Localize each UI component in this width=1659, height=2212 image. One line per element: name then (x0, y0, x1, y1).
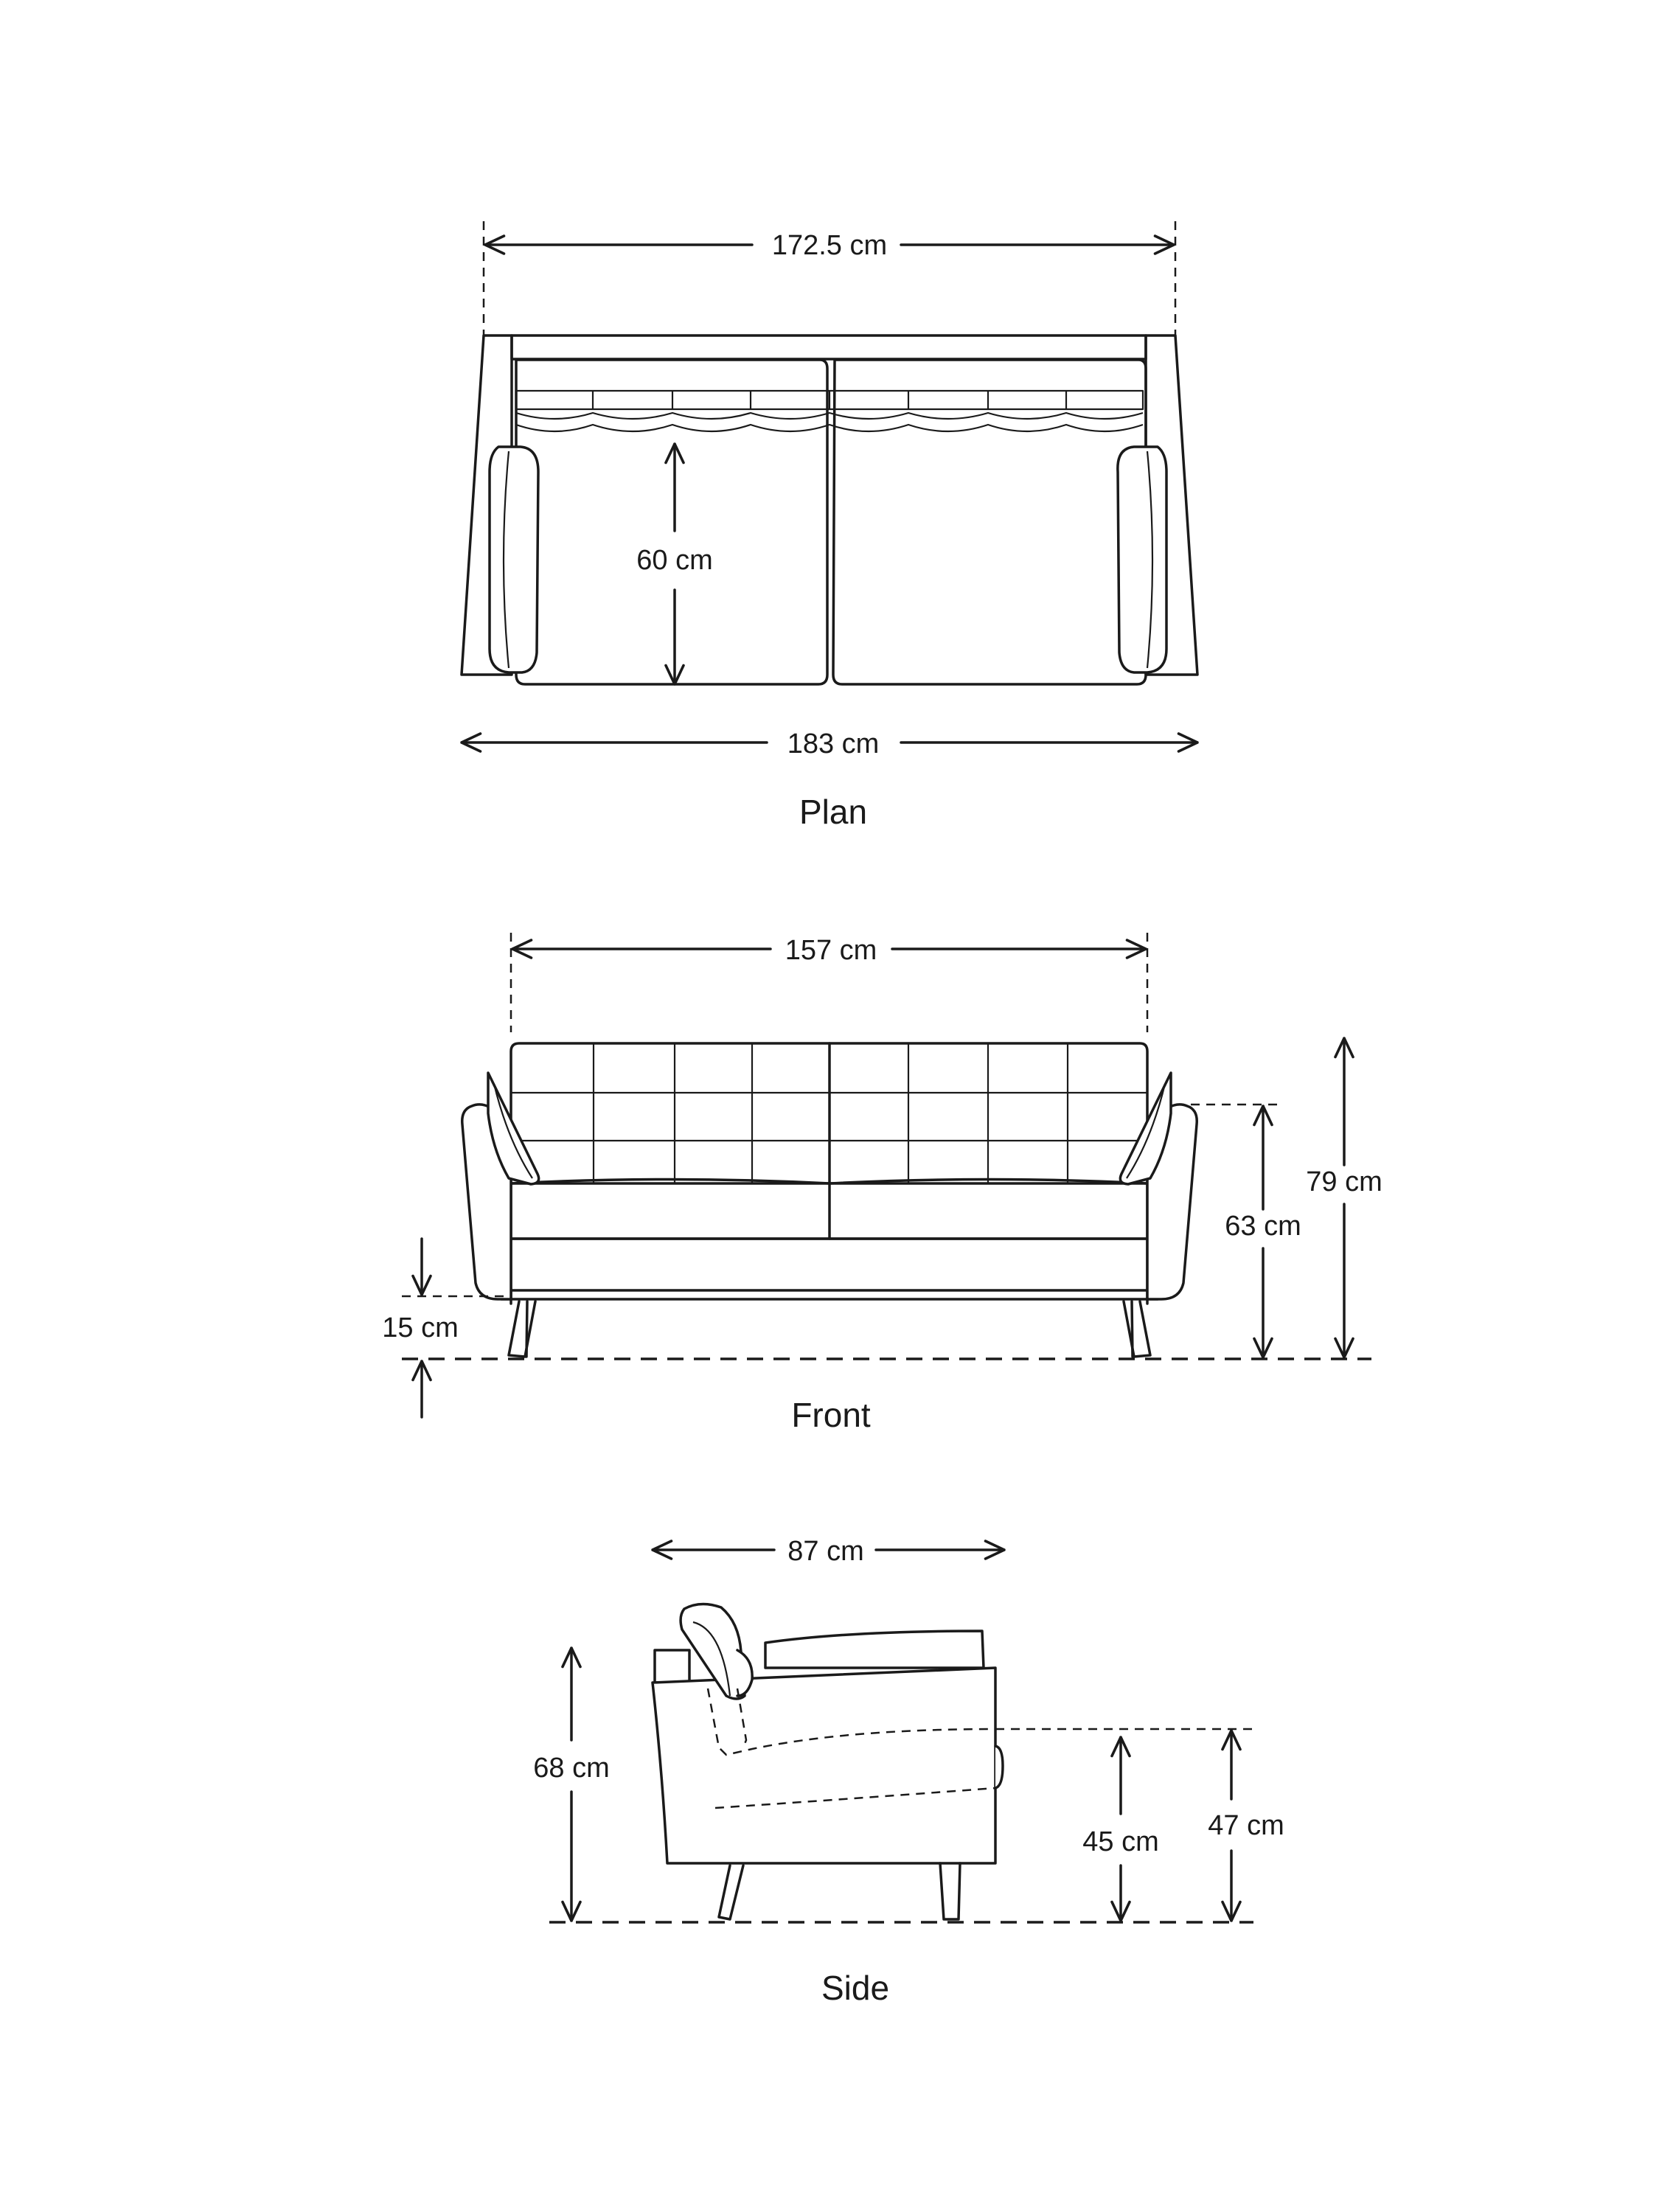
plan-dim-bottom-label: 183 cm (787, 728, 880, 759)
front-width-dimension: 157 cm (511, 935, 1147, 966)
front-sofa-outline (461, 1042, 1198, 1358)
front-dim-leg-height-label: 15 cm (382, 1312, 458, 1343)
front-dim-width-label: 157 cm (785, 935, 877, 966)
side-hidden-lines (706, 1688, 1253, 1809)
plan-dim-seat-depth-label: 60 cm (636, 545, 712, 576)
front-dim-arm-height-label: 63 cm (1225, 1211, 1301, 1242)
side-sofa-outline (651, 1602, 1004, 1921)
side-arm-height-dimension: 47 cm (1208, 1729, 1284, 1922)
plan-width-bottom-dimension: 183 cm (460, 728, 1199, 759)
side-dim-seat-height-label: 45 cm (1082, 1826, 1158, 1857)
front-arm-height-dimension: 63 cm (1225, 1105, 1301, 1359)
side-dim-depth-label: 87 cm (787, 1536, 863, 1567)
side-seat-height-dimension: 45 cm (1082, 1736, 1159, 1922)
front-view-title: Front (791, 1396, 871, 1434)
plan-width-top-dimension: 172.5 cm (484, 230, 1175, 261)
side-view-title: Side (821, 1969, 889, 2007)
side-dim-back-height-label: 68 cm (533, 1753, 609, 1784)
side-back-height-dimension: 68 cm (533, 1646, 610, 1922)
plan-dim-top-label: 172.5 cm (772, 230, 887, 261)
front-leg-height-dimension: 15 cm (382, 1237, 459, 1419)
side-view: 87 cm (533, 1536, 1284, 2007)
side-dim-arm-height-label: 47 cm (1208, 1810, 1284, 1841)
plan-seat-depth-dimension: 60 cm (636, 442, 713, 686)
front-view: 157 cm (382, 933, 1382, 1434)
front-total-height-dimension: 79 cm (1306, 1037, 1382, 1359)
side-depth-dimension: 87 cm (651, 1536, 1006, 1567)
plan-view: 172.5 cm (460, 221, 1199, 831)
plan-view-title: Plan (799, 793, 867, 831)
plan-sofa-outline (460, 334, 1199, 686)
front-dim-total-height-label: 79 cm (1306, 1166, 1382, 1197)
